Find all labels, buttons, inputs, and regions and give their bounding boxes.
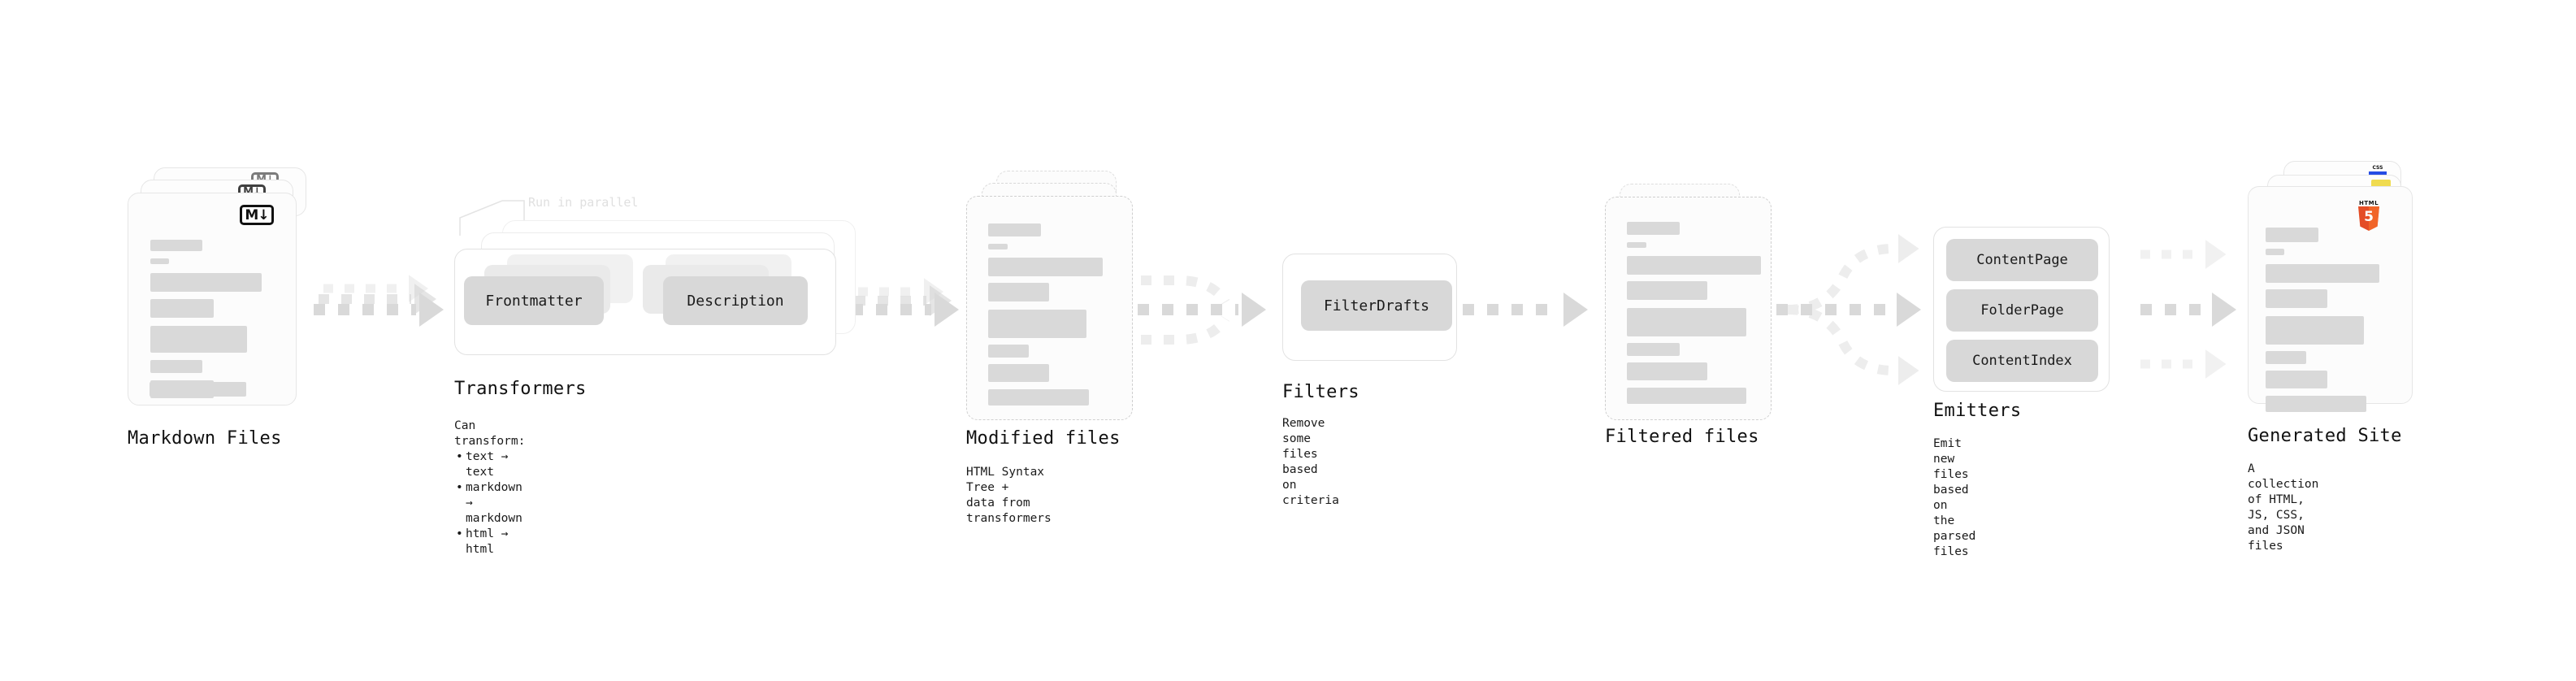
modified-card-front <box>966 196 1133 420</box>
placeholder-bar <box>2266 396 2366 412</box>
placeholder-bar <box>988 258 1103 276</box>
placeholder-bar <box>1627 308 1746 336</box>
placeholder-bar <box>988 345 1029 358</box>
stage-title-emitters: Emitters <box>1933 401 2022 421</box>
placeholder-bar <box>988 389 1089 406</box>
arrow-filters-to-filtered <box>1463 293 1588 327</box>
filter-chip-filterdrafts[interactable]: FilterDrafts <box>1301 280 1452 331</box>
placeholder-bar <box>988 223 1041 236</box>
stage-title-markdown-files: Markdown Files <box>128 428 282 449</box>
arrow-emitters-to-site <box>2140 240 2236 379</box>
emitter-chip-folderpage[interactable]: FolderPage <box>1946 289 2098 332</box>
css-icon: CSS <box>2369 166 2387 175</box>
transformer-chip-frontmatter[interactable]: Frontmatter <box>464 276 604 325</box>
emitter-chip-contentpage[interactable]: ContentPage <box>1946 239 2098 281</box>
placeholder-bar <box>150 273 262 292</box>
stage-title-transformers: Transformers <box>454 379 587 399</box>
emitters-frame: ContentPage FolderPage ContentIndex <box>1933 227 2110 392</box>
html5-icon: HTML 5 <box>2358 200 2379 231</box>
filters-description: Remove some files based on criteria <box>1282 417 1339 507</box>
placeholder-bar <box>988 310 1086 338</box>
transformers-bullet: text → text <box>456 449 525 480</box>
filtered-card-front <box>1605 197 1772 420</box>
stage-title-filters: Filters <box>1282 382 1360 402</box>
transformer-chip-description[interactable]: Description <box>663 276 808 325</box>
transformers-description: Can transform: text → text markdown → ma… <box>454 419 525 557</box>
placeholder-bar <box>1627 343 1680 356</box>
placeholder-bar <box>150 360 202 373</box>
modified-files-description: HTML Syntax Tree + data from transformer… <box>966 466 1052 525</box>
filters-frame: FilterDrafts <box>1282 254 1457 361</box>
placeholder-bar <box>150 240 202 251</box>
placeholder-bar <box>150 258 169 264</box>
emitters-description: Emit new files based on the parsed files <box>1933 437 1976 558</box>
placeholder-bar <box>1627 242 1646 248</box>
placeholder-bar <box>2266 228 2318 242</box>
placeholder-bar <box>1627 362 1707 380</box>
placeholder-bar <box>2266 249 2284 255</box>
placeholder-bar <box>1627 281 1707 300</box>
emitter-chip-contentindex[interactable]: ContentIndex <box>1946 340 2098 382</box>
placeholder-bar <box>1627 256 1761 275</box>
arrow-modified-to-filters <box>1138 275 1266 345</box>
generated-site-description: A collection of HTML, JS, CSS, and JSON … <box>2248 462 2319 553</box>
markdown-icon: M↓ <box>240 205 274 225</box>
transformers-bullet: html → html <box>456 527 525 557</box>
placeholder-bar <box>988 364 1049 382</box>
stage-title-filtered-files: Filtered files <box>1605 427 1759 447</box>
transformers-bullet-list: text → text markdown → markdown html → h… <box>454 449 525 557</box>
transformers-lead: Can transform: <box>454 419 526 448</box>
markdown-card-front: M↓ <box>128 193 297 406</box>
placeholder-bar <box>2266 351 2306 364</box>
placeholder-bar <box>2266 371 2327 388</box>
stage-title-generated-site: Generated Site <box>2248 426 2402 446</box>
placeholder-bar <box>1627 388 1746 404</box>
run-in-parallel-label: Run in parallel <box>528 195 639 210</box>
transformers-bullet: markdown → markdown <box>456 480 525 527</box>
placeholder-bar <box>150 299 214 318</box>
placeholder-bar <box>2266 316 2364 345</box>
placeholder-bar <box>1627 222 1680 235</box>
arrow-markdown-to-transformers <box>314 275 444 327</box>
arrow-filtered-to-emitters <box>1776 234 1921 385</box>
transformers-frame: Frontmatter Description Frontmatter Desc… <box>454 249 836 355</box>
stage-title-modified-files: Modified files <box>966 428 1121 449</box>
placeholder-bar <box>988 283 1049 301</box>
placeholder-bar <box>150 326 247 353</box>
site-card-front: HTML 5 <box>2248 186 2413 412</box>
placeholder-bar <box>2266 289 2327 308</box>
placeholder-bar <box>2266 264 2379 283</box>
placeholder-bar <box>988 244 1008 249</box>
placeholder-bar <box>150 382 246 397</box>
